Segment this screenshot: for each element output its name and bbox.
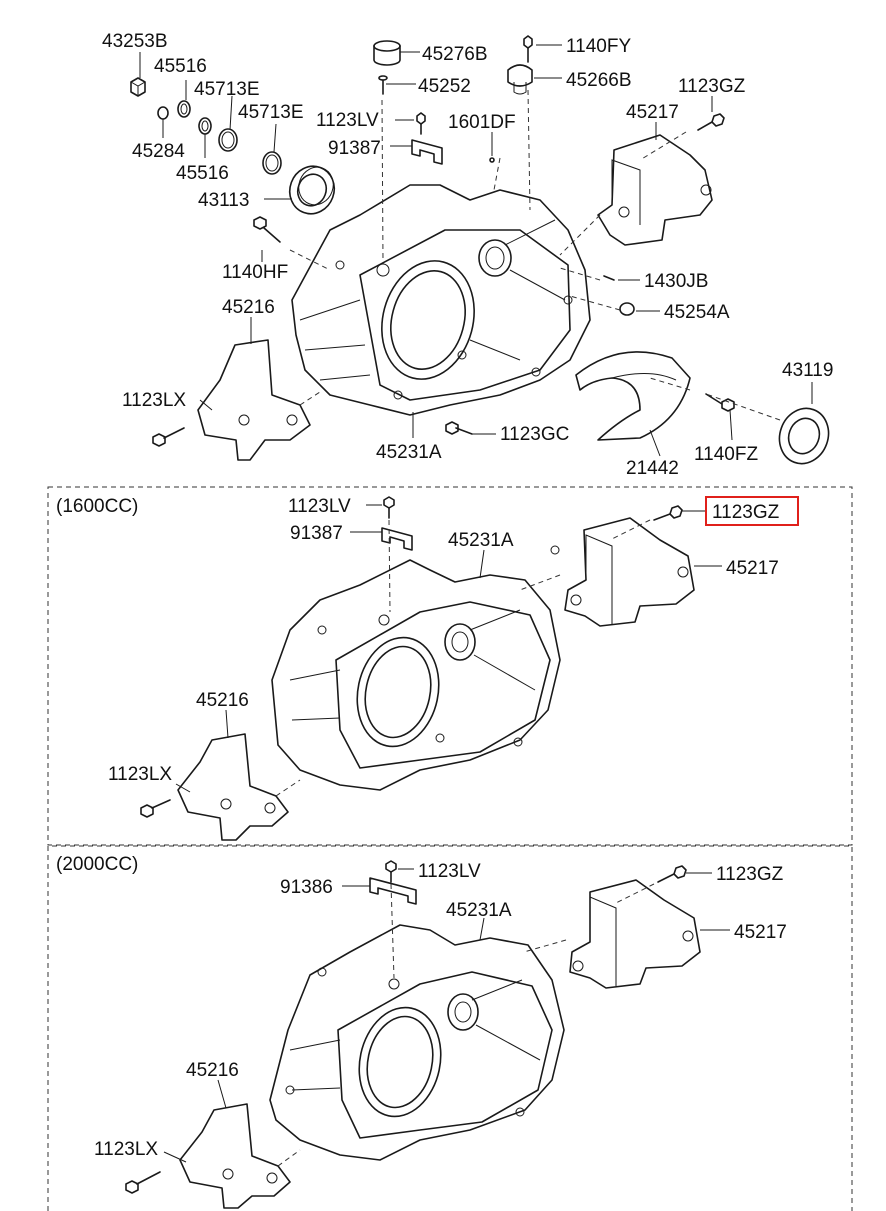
part-43113-oil-seal: [288, 165, 336, 215]
part-45276b-cap: [373, 40, 401, 66]
part-1140fy-bolt: [523, 35, 533, 63]
part-1140fz-bolt: [705, 393, 735, 412]
labels-2000: 1123LV 91386 45231A 1123GZ 45217 45216 1…: [94, 861, 787, 1160]
part-45713e-seal-b: [262, 151, 282, 175]
label-45231a-1600: 45231A: [448, 530, 514, 551]
part-1140hf-bolt: [253, 216, 281, 243]
part-45516-oring-upper: [177, 100, 191, 118]
label-1601df: 1601DF: [448, 112, 516, 133]
label-45713e-a: 45713E: [194, 79, 260, 100]
label-45216-main: 45216: [222, 297, 275, 318]
label-91387-main: 91387: [328, 138, 381, 159]
label-45516-b: 45516: [176, 163, 229, 184]
label-91387-1600: 91387: [290, 523, 343, 544]
part-43119-oil-seal: [778, 407, 830, 465]
label-1140fy: 1140FY: [566, 36, 631, 57]
label-45217-1600: 45217: [726, 558, 779, 579]
label-45713e-b: 45713E: [238, 102, 304, 123]
label-43119: 43119: [782, 360, 833, 381]
part-91387-bracket-1600: [381, 527, 413, 551]
label-45217-2000: 45217: [734, 922, 787, 943]
part-1123lx-bolt-1600: [140, 799, 171, 818]
label-43113: 43113: [198, 190, 249, 211]
part-45217-bracket-2000: [569, 879, 701, 989]
part-45217-bracket-top: [597, 134, 713, 246]
section-2000cc: (2000CC): [47, 845, 853, 1211]
label-1123gz-main: 1123GZ: [678, 76, 746, 97]
label-45254a: 45254A: [664, 302, 730, 323]
label-45252: 45252: [418, 76, 471, 97]
main-assembly: 43253B 45516 45713E 45713E 45284 45516 4…: [102, 31, 833, 479]
part-1123gz-bolt-top: [697, 113, 725, 131]
transaxle-housing-1600cc: [271, 559, 561, 791]
part-1123gz-bolt-1600: [653, 505, 683, 521]
part-91387-bracket-top: [411, 139, 443, 165]
label-1123gz-1600[interactable]: 1123GZ: [712, 502, 780, 523]
label-1123lx-1600: 1123LX: [108, 764, 172, 785]
label-43253b: 43253B: [102, 31, 168, 52]
label-45266b: 45266B: [566, 70, 632, 91]
label-45231a-2000: 45231A: [446, 900, 512, 921]
label-1140hf: 1140HF: [222, 262, 288, 283]
part-1123lx-bolt-2000: [125, 1171, 161, 1194]
part-45713e-seal-a: [218, 128, 238, 152]
label-45216-2000: 45216: [186, 1060, 239, 1081]
label-1123lv-1600: 1123LV: [288, 496, 351, 517]
highlight-box-1123gz: [705, 496, 799, 526]
leaders-1600: [175, 504, 722, 797]
part-45252-pin: [378, 75, 388, 95]
label-1123lv-2000: 1123LV: [418, 861, 481, 882]
part-1430jb-pin: [603, 275, 615, 281]
part-45516-oring-lower: [198, 117, 212, 135]
part-91386-bracket-2000: [369, 877, 417, 905]
part-43253b-nut: [130, 77, 146, 97]
label-45516-a: 45516: [154, 56, 207, 77]
part-45284-ring: [157, 106, 169, 120]
part-1123lx-bolt-top: [152, 427, 185, 447]
part-45254a-plug: [619, 302, 635, 316]
part-1123gz-bolt-2000: [657, 865, 687, 883]
label-1140fz: 1140FZ: [694, 444, 758, 465]
section-1600cc-title: (1600CC): [56, 496, 138, 517]
part-1123lv-bolt-2000: [385, 860, 397, 883]
part-45216-bracket-2000: [179, 1103, 291, 1209]
label-91386-2000: 91386: [280, 877, 333, 898]
label-1123lv-main: 1123LV: [316, 110, 379, 131]
section-2000cc-frame: [47, 845, 853, 1211]
label-45217-main: 45217: [626, 102, 679, 123]
part-45216-bracket-top: [197, 339, 311, 461]
label-1123gc: 1123GC: [500, 424, 569, 445]
part-1123lv-bolt-top: [416, 112, 426, 135]
leaders-main: [139, 44, 813, 457]
label-21442: 21442: [626, 458, 679, 479]
label-45284: 45284: [132, 141, 185, 162]
label-45231a-main: 45231A: [376, 442, 442, 463]
part-21442-cover: [575, 351, 691, 441]
part-45266b-sensor: [507, 64, 533, 95]
section-1600cc: (1600CC): [47, 486, 853, 846]
transaxle-housing-2000cc: [269, 924, 565, 1161]
transaxle-housing-main: [291, 184, 591, 416]
leaders-2000: [163, 868, 730, 1167]
label-1123lx-main: 1123LX: [122, 390, 186, 411]
section-1600cc-frame: [47, 486, 853, 846]
part-1601df-vent: [489, 157, 495, 163]
label-1123lx-2000: 1123LX: [94, 1139, 158, 1160]
label-1430jb: 1430JB: [644, 271, 708, 292]
label-45276b: 45276B: [422, 44, 488, 65]
part-1123gc-bolt: [445, 421, 473, 435]
section-2000cc-title: (2000CC): [56, 854, 138, 875]
part-45217-bracket-1600: [550, 517, 695, 627]
part-45216-bracket-1600: [177, 733, 289, 841]
label-45216-1600: 45216: [196, 690, 249, 711]
label-1123gz-2000: 1123GZ: [716, 864, 784, 885]
labels-1600: 1123LV 91387 45231A 1123GZ 45217 45216 1…: [108, 496, 799, 785]
labels-main: 43253B 45516 45713E 45713E 45284 45516 4…: [102, 31, 833, 479]
part-1123lv-bolt-1600: [383, 496, 395, 519]
